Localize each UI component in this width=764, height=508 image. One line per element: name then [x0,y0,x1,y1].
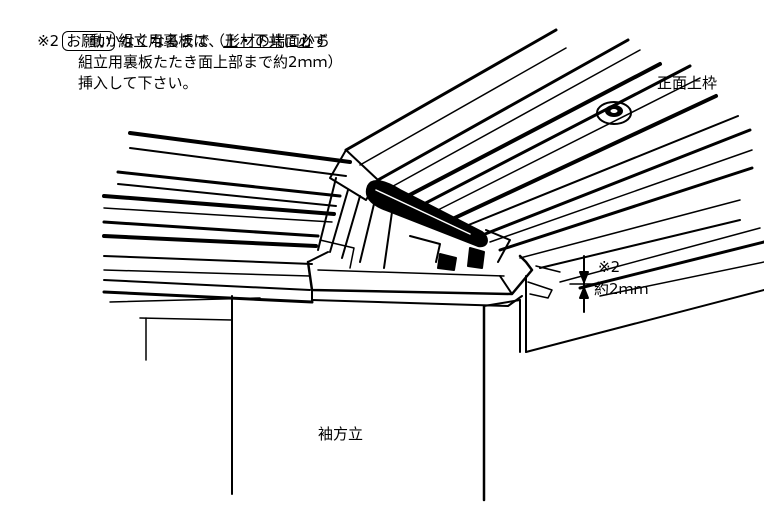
dimension-indicator [569,255,597,313]
top-frame-extrusion [344,28,764,353]
side-post [145,251,534,502]
label-dim-mark: ※2 [598,258,621,276]
bracket [527,265,561,299]
label-top-frame: 正面上枠 [657,74,718,92]
label-dim-value: 約2ｍｍ [594,280,649,298]
note-line1-d: 必 [298,32,314,50]
note-line4: 挿入して下さい。 [78,74,198,92]
corner-joint [317,149,511,271]
note-line3: 組立用裏板たたき面上部まで約2ｍｍ） [78,53,343,71]
note-line1-e: ず [313,32,329,50]
note-line1-c: に [283,32,299,50]
request-badge: お願い [62,31,116,51]
note-line1-a: 組立用裏板は、 [118,32,224,50]
screw-head [596,101,632,125]
note-line2: 動かなくなるまで（形材の端面から [90,32,331,50]
note-line1-b: 上・下共 [223,32,284,50]
note-mark: ※2 [37,32,60,50]
left-frame-extrusion [102,131,352,321]
label-side-post: 袖方立 [318,425,364,443]
assembly-back-plate [365,180,488,248]
